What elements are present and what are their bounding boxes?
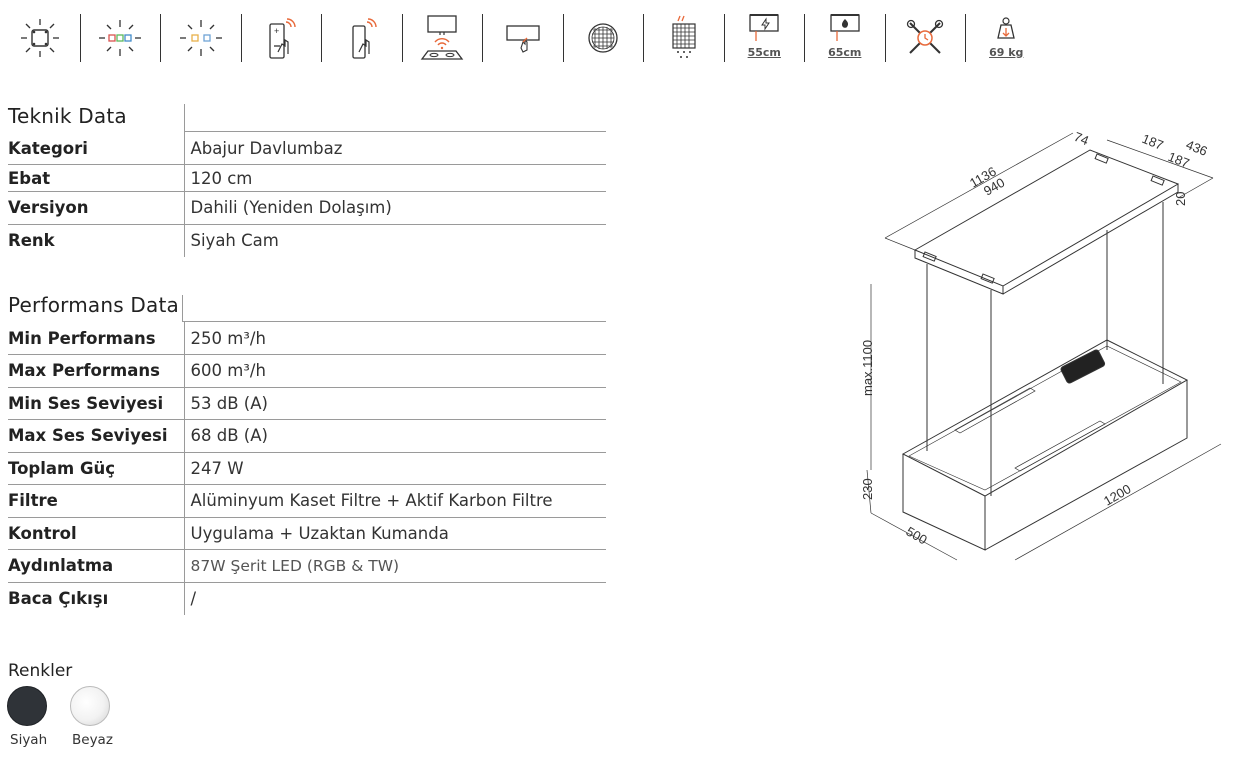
dim-mount-width-a: 187 <box>1140 131 1166 153</box>
row-value: 68 dB (A) <box>184 419 606 453</box>
rgb-light-icon <box>81 14 161 62</box>
row-value: / <box>190 589 197 608</box>
performance-data-table: Min Performans 250 m³/h Max Performans 6… <box>8 322 606 615</box>
row-key: Filtre <box>8 484 185 518</box>
gas-hob-distance-icon: 65cm <box>805 14 886 62</box>
table-row: Kategori Abajur Davlumbaz <box>8 132 606 165</box>
row-key: Versiyon <box>8 191 185 225</box>
dim-mount-height: 20 <box>1173 192 1188 206</box>
row-key: Kontrol <box>8 517 185 550</box>
tw-light-icon <box>161 14 242 62</box>
table-row: Aydınlatma 87W Şerit LED (RGB & TW) <box>8 549 606 583</box>
svg-text:+: + <box>274 26 279 36</box>
table-row: Filtre Alüminyum Kaset Filtre + Aktif Ka… <box>8 484 606 518</box>
dim-mount-offset: 74 <box>1072 129 1091 148</box>
color-label-white: Beyaz <box>72 732 113 748</box>
table-row: Max Performans 600 m³/h <box>8 354 606 388</box>
hob-connect-icon <box>403 14 483 62</box>
table-row: Min Ses Seviyesi 53 dB (A) <box>8 387 606 420</box>
row-value: 250 m³/h <box>184 322 606 355</box>
row-value: Siyah Cam <box>190 231 279 250</box>
electric-hob-distance-label: 55cm <box>747 46 781 59</box>
carbon-filter-icon <box>644 14 725 62</box>
electric-hob-distance-icon: 55cm <box>725 14 805 62</box>
technical-data-table: Kategori Abajur Davlumbaz Ebat 120 cm Ve… <box>8 132 606 257</box>
sensor-control-icon <box>483 14 564 62</box>
weight-label: 69 kg <box>989 46 1024 59</box>
row-value: 87W Şerit LED (RGB & TW) <box>184 549 606 583</box>
row-value: 120 cm <box>184 164 606 192</box>
gas-hob-distance-label: 65cm <box>828 46 862 59</box>
table-row: Kontrol Uygulama + Uzaktan Kumanda <box>8 517 606 550</box>
row-value: Dahili (Yeniden Dolaşım) <box>184 191 606 225</box>
technical-title-rule <box>184 131 606 132</box>
row-key: Min Ses Seviyesi <box>8 387 185 420</box>
feature-icon-bar: + <box>0 14 1047 62</box>
ceiling-mount-plate <box>913 149 1180 287</box>
row-value: Abajur Davlumbaz <box>184 132 606 165</box>
row-value: 53 dB (A) <box>184 387 606 420</box>
row-key: Max Performans <box>8 354 185 388</box>
row-key: Kategori <box>8 132 185 165</box>
colors-title: Renkler <box>8 661 73 681</box>
row-key: Baca Çıkışı <box>8 582 185 615</box>
row-key: Ebat <box>8 164 185 192</box>
light-icon <box>0 14 81 62</box>
row-value: 600 m³/h <box>184 354 606 388</box>
table-row: Versiyon Dahili (Yeniden Dolaşım) <box>8 191 606 225</box>
performance-title-vrule <box>182 295 183 321</box>
metal-filter-icon <box>564 14 644 62</box>
color-swatch-white[interactable] <box>70 686 110 726</box>
row-value: 247 W <box>184 452 606 485</box>
table-row: Renk Siyah Cam <box>8 224 606 257</box>
touch-control-icon: + <box>242 14 322 62</box>
dim-body-height: 230 <box>860 478 875 500</box>
row-key: Renk <box>8 224 185 257</box>
row-value: Alüminyum Kaset Filtre + Aktif Karbon Fi… <box>184 484 606 518</box>
table-row: Toplam Güç 247 W <box>8 452 606 485</box>
dim-body-depth: 500 <box>904 524 930 548</box>
color-label-black: Siyah <box>10 732 48 748</box>
row-key: Min Performans <box>8 322 185 355</box>
color-swatch-black[interactable] <box>7 686 47 726</box>
technical-data-title: Teknik Data <box>8 104 127 128</box>
table-row: Min Performans 250 m³/h <box>8 322 606 355</box>
maintenance-timer-icon <box>886 14 966 62</box>
performance-title-rule <box>182 321 606 322</box>
table-row: Ebat 120 cm <box>8 164 606 192</box>
table-row: Baca Çıkışı / <box>8 582 606 615</box>
performance-data-title: Performans Data <box>8 293 179 317</box>
row-value: Uygulama + Uzaktan Kumanda <box>184 517 606 550</box>
weight-icon: 69 kg <box>966 14 1047 62</box>
dim-cable-length: max.1100 <box>860 340 875 396</box>
product-dimension-drawing: 74 187 436 187 1136 940 20 max.1100 230 … <box>860 129 1222 561</box>
row-key: Aydınlatma <box>8 549 185 583</box>
row-key: Toplam Güç <box>8 452 185 485</box>
table-row: Max Ses Seviyesi 68 dB (A) <box>8 419 606 453</box>
remote-control-icon <box>322 14 403 62</box>
technical-title-vrule <box>184 104 185 131</box>
dim-body-width: 1200 <box>1101 481 1134 508</box>
row-key: Max Ses Seviyesi <box>8 419 185 453</box>
